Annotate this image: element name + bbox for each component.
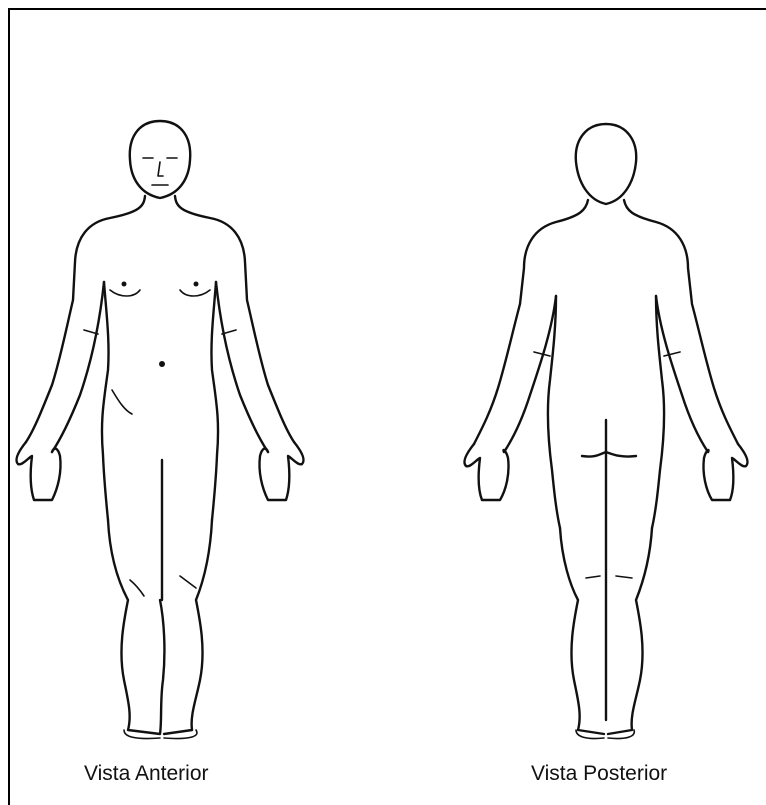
front-legs xyxy=(108,460,212,734)
back-legs xyxy=(560,420,652,734)
back-head xyxy=(576,124,636,204)
front-head xyxy=(130,121,190,198)
back-buttocks xyxy=(582,452,636,457)
body-back-figure xyxy=(464,124,747,739)
back-torso-outline xyxy=(474,200,738,444)
back-left-hand xyxy=(464,444,508,500)
front-chest xyxy=(110,290,210,296)
front-face xyxy=(143,158,177,185)
front-view-caption: Vista Anterior xyxy=(84,762,209,786)
front-navel xyxy=(159,361,165,367)
back-knees xyxy=(586,576,632,578)
front-left-nipple xyxy=(122,282,127,287)
back-right-hand xyxy=(703,444,747,500)
back-view-caption: Vista Posterior xyxy=(531,762,667,786)
front-torso-outline xyxy=(26,196,294,442)
front-inner-arms xyxy=(52,282,268,452)
front-right-nipple xyxy=(194,282,199,287)
body-front-figure xyxy=(16,121,303,739)
